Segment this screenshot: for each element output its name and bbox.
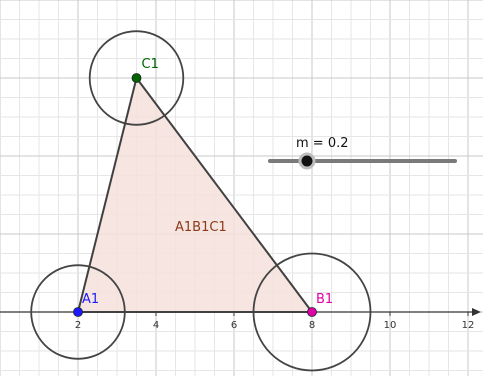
circle-C1[interactable] xyxy=(88,30,185,126)
points: A1 B1 C1 xyxy=(73,57,333,317)
slider-label: m = 0.2 xyxy=(296,136,349,151)
x-tick-label: 10 xyxy=(384,320,397,331)
x-axis-arrow-icon xyxy=(472,308,481,316)
x-tick-label: 6 xyxy=(231,320,237,331)
x-tick-label: 8 xyxy=(309,320,315,331)
segment-b[interactable] xyxy=(135,77,313,313)
x-tick-label: 2 xyxy=(75,320,81,331)
triangle-A1B1C1[interactable] xyxy=(78,78,312,312)
slider-knob[interactable] xyxy=(301,155,313,167)
point-C1[interactable] xyxy=(131,73,142,83)
point-label-A1: A1 xyxy=(82,292,99,307)
segment-c[interactable] xyxy=(77,77,138,313)
point-label-C1: C1 xyxy=(142,57,159,72)
polygon-label: A1B1C1 xyxy=(175,220,227,235)
x-tick-label: 4 xyxy=(153,320,159,331)
point-A1[interactable] xyxy=(73,307,83,317)
point-label-B1: B1 xyxy=(316,292,333,307)
x-axis-tick-labels: 2 4 6 8 10 12 xyxy=(75,312,475,331)
point-B1[interactable] xyxy=(307,307,317,317)
x-tick-label: 12 xyxy=(462,320,475,331)
slider-m[interactable]: m = 0.2 xyxy=(268,136,457,170)
